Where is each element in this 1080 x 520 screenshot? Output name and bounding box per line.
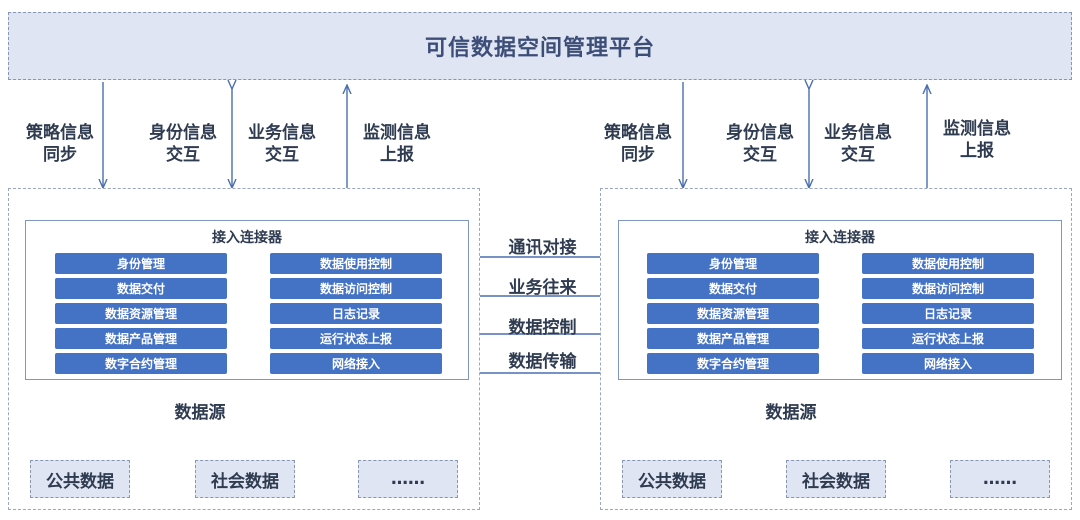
left-data-source-label: 数据源 (174, 403, 226, 423)
flow-business-exchange: 业务往来 (508, 278, 577, 298)
right-source-public-data: 公共数据 (622, 460, 722, 498)
left-monitor-label: 监测信息 上报 (352, 122, 442, 166)
right-policy-sync-label: 策略信息 同步 (593, 122, 683, 166)
left-identity-label: 身份信息 交互 (138, 122, 228, 166)
right-identity-label: 身份信息 交互 (715, 122, 805, 166)
monitor-report-text: 监测信息 上报 (943, 119, 1011, 161)
source-more-text: …… (391, 469, 425, 489)
monitor-report-text: 监测信息 上报 (363, 123, 431, 165)
module-log-recording: 日志记录 (862, 303, 1034, 324)
identity-exchange-text: 身份信息 交互 (149, 123, 217, 165)
business-exchange-text: 业务信息 交互 (248, 123, 316, 165)
source-public-data-text: 公共数据 (638, 471, 706, 492)
module-status-reporting: 运行状态上报 (862, 328, 1034, 349)
module-data-usage-control: 数据使用控制 (862, 253, 1034, 274)
right-source-more: …… (950, 460, 1050, 498)
module-digital-contract-management: 数字合约管理 (55, 353, 227, 374)
left-source-public-data: 公共数据 (30, 460, 130, 498)
right-access-connector: 接入连接器 身份管理 数据交付 数据资源管理 数据产品管理 数字合约管理 数据使… (618, 220, 1062, 380)
connector-title: 接入连接器 (805, 230, 875, 246)
source-social-data-text: 社会数据 (802, 471, 870, 492)
module-identity-management: 身份管理 (55, 253, 227, 274)
source-more-text: …… (983, 469, 1017, 489)
identity-exchange-text: 身份信息 交互 (726, 123, 794, 165)
module-data-access-control: 数据访问控制 (270, 278, 442, 299)
module-network-access: 网络接入 (270, 353, 442, 374)
left-source-more: …… (358, 460, 458, 498)
module-status-reporting: 运行状态上报 (270, 328, 442, 349)
left-access-connector: 接入连接器 身份管理 数据交付 数据资源管理 数据产品管理 数字合约管理 数据使… (25, 220, 469, 380)
module-digital-contract-management: 数字合约管理 (647, 353, 819, 374)
right-data-source-label: 数据源 (765, 403, 817, 423)
module-data-product-management: 数据产品管理 (647, 328, 819, 349)
left-policy-sync-label: 策略信息 同步 (15, 122, 105, 166)
flow-communication-docking: 通讯对接 (508, 238, 577, 258)
module-log-recording: 日志记录 (270, 303, 442, 324)
module-data-access-control: 数据访问控制 (862, 278, 1034, 299)
module-data-delivery: 数据交付 (647, 278, 819, 299)
connector-title: 接入连接器 (212, 230, 282, 246)
right-source-social-data: 社会数据 (786, 460, 886, 498)
module-data-product-management: 数据产品管理 (55, 328, 227, 349)
flow-data-transmission: 数据传输 (508, 352, 577, 372)
left-business-label: 业务信息 交互 (237, 122, 327, 166)
source-public-data-text: 公共数据 (46, 471, 114, 492)
trusted-data-space-platform: 可信数据空间管理平台 (8, 12, 1072, 80)
policy-sync-text: 策略信息 同步 (604, 123, 672, 165)
module-data-resource-management: 数据资源管理 (55, 303, 227, 324)
business-exchange-text: 业务信息 交互 (824, 123, 892, 165)
module-data-usage-control: 数据使用控制 (270, 253, 442, 274)
left-source-social-data: 社会数据 (195, 460, 295, 498)
module-data-delivery: 数据交付 (55, 278, 227, 299)
right-business-label: 业务信息 交互 (813, 122, 903, 166)
flow-data-control: 数据控制 (508, 318, 577, 338)
source-social-data-text: 社会数据 (211, 471, 279, 492)
module-network-access: 网络接入 (862, 353, 1034, 374)
module-data-resource-management: 数据资源管理 (647, 303, 819, 324)
right-monitor-label: 监测信息 上报 (932, 118, 1022, 162)
policy-sync-text: 策略信息 同步 (26, 123, 94, 165)
platform-title: 可信数据空间管理平台 (424, 36, 655, 61)
module-identity-management: 身份管理 (647, 253, 819, 274)
